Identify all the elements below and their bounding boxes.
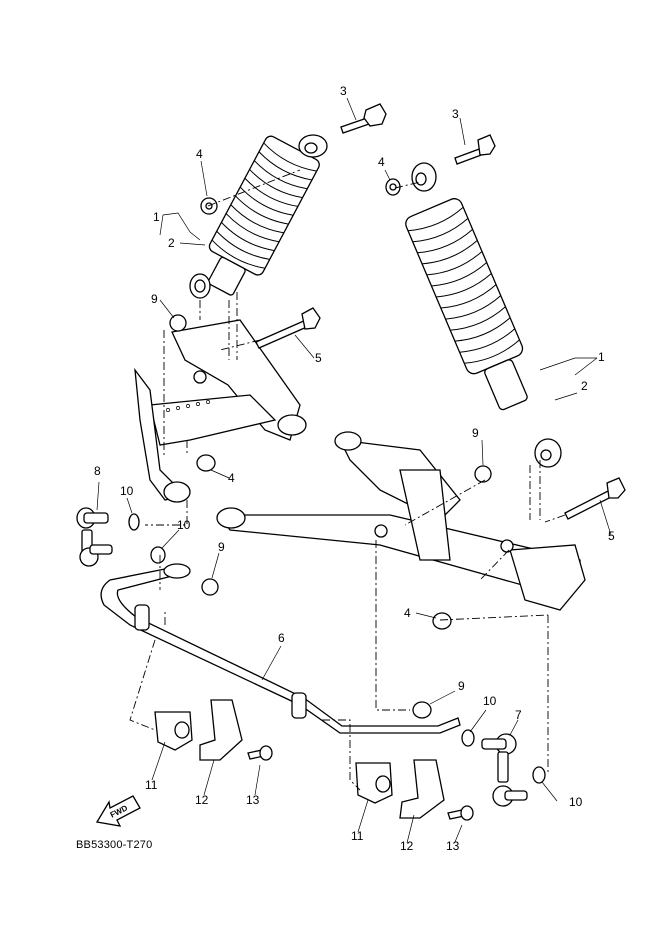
washer-10-left-lower[interactable] (150, 546, 166, 564)
bolt-5-right[interactable] (564, 477, 626, 520)
right-lower-arm[interactable] (216, 431, 586, 611)
bolt-13-left[interactable] (247, 745, 273, 761)
nut-9-stabilizer-right[interactable] (412, 701, 432, 719)
part-label-1b: 1 (598, 350, 605, 364)
part-label-2b: 2 (581, 379, 588, 393)
bolt-3-right[interactable] (454, 134, 496, 165)
part-label-4d: 4 (404, 606, 411, 620)
part-label-7: 7 (515, 708, 522, 722)
bolt-5-left[interactable] (255, 307, 321, 349)
bolt-3-left[interactable] (340, 103, 387, 134)
part-label-9b: 9 (472, 426, 479, 440)
holder-12-left[interactable] (199, 699, 243, 761)
right-shock-absorber[interactable] (403, 162, 562, 468)
part-label-6: 6 (278, 631, 285, 645)
stabilizer-link-7[interactable] (481, 733, 528, 807)
diagram-code: BB53300-T270 (76, 839, 153, 851)
nut-9-right-arm[interactable] (474, 465, 492, 483)
part-label-9c: 9 (218, 540, 225, 554)
part-label-2a: 2 (168, 236, 175, 250)
part-label-3a: 3 (340, 84, 347, 98)
part-label-3b: 3 (452, 107, 459, 121)
fwd-arrow-icon (95, 795, 141, 827)
washer-10-right-upper[interactable] (461, 729, 475, 747)
alignment-lines (129, 169, 566, 791)
holder-12-right[interactable] (399, 759, 445, 819)
part-label-9a: 9 (151, 292, 158, 306)
part-label-4b: 4 (378, 155, 385, 169)
nut-9-stabilizer-left[interactable] (201, 578, 219, 596)
bushing-11-right[interactable] (355, 762, 393, 804)
washer-10-left-upper[interactable] (128, 513, 140, 531)
stabilizer-link-8[interactable] (76, 507, 113, 567)
part-label-4a: 4 (196, 147, 203, 161)
bushing-11-left[interactable] (154, 711, 193, 751)
part-label-12b: 12 (400, 839, 414, 853)
part-label-10d: 10 (569, 795, 583, 809)
part-label-10c: 10 (483, 694, 497, 708)
bolt-13-right[interactable] (447, 805, 474, 821)
part-label-5b: 5 (608, 529, 615, 543)
part-label-11b: 11 (351, 829, 364, 843)
part-label-10a: 10 (120, 484, 134, 498)
leader-lines (96, 97, 612, 844)
part-label-13b: 13 (446, 839, 460, 853)
nut-4-right-arm[interactable] (432, 612, 452, 630)
part-label-4c: 4 (228, 471, 235, 485)
washer-10-right-lower[interactable] (532, 766, 546, 784)
left-upper-arm[interactable] (134, 319, 307, 503)
part-label-8: 8 (94, 464, 101, 478)
nut-4-left-arm[interactable] (196, 454, 216, 472)
part-label-10b: 10 (177, 518, 191, 532)
part-label-1a: 1 (153, 210, 160, 224)
part-label-9d: 9 (458, 679, 465, 693)
part-label-12a: 12 (195, 793, 209, 807)
nut-9-upper-left[interactable] (169, 314, 187, 332)
part-label-11a: 11 (145, 778, 158, 792)
part-label-5a: 5 (315, 351, 322, 365)
part-label-13a: 13 (246, 793, 260, 807)
stabilizer-bar-6[interactable] (100, 563, 461, 734)
left-shock-absorber[interactable] (189, 134, 328, 303)
